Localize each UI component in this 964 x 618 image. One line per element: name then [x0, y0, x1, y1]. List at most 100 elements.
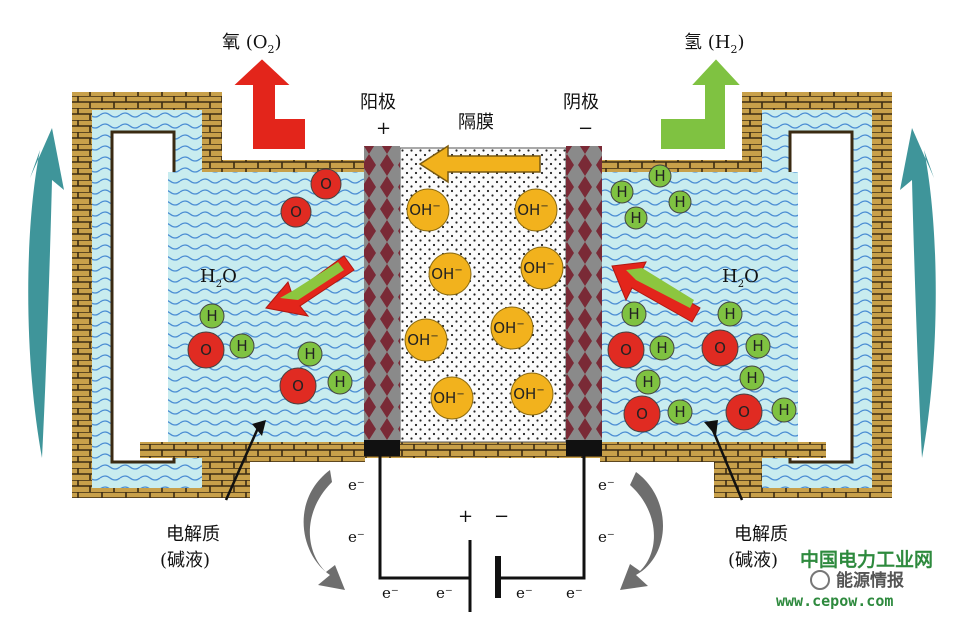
hydroxide-ion	[520, 246, 564, 290]
hydrogen-atom-label: H	[778, 401, 789, 419]
oxygen-atom-label: O	[636, 405, 648, 423]
hydrogen-atom-label: H	[724, 305, 735, 323]
hydroxide-ion-label: OH−	[409, 201, 440, 219]
electron-label: e⁻	[382, 584, 399, 602]
hydrogen-atom-label: H	[642, 373, 653, 391]
hydroxide-ion	[428, 252, 472, 296]
electrolyte-label-left: 电解质	[166, 524, 220, 545]
hydrogen-out-arrow	[659, 56, 745, 151]
electron-label: e⁻	[598, 528, 615, 546]
hydrogen-atom	[649, 335, 675, 361]
hydroxide-ion-label: OH−	[513, 385, 544, 403]
electron-label: e⁻	[436, 584, 453, 602]
watermark-url: www.cepow.com	[776, 592, 893, 610]
hydrogen-atom	[621, 301, 647, 327]
hydrogen-atom	[739, 365, 765, 391]
oxygen-atom-label: O	[738, 403, 750, 421]
cathode-terminal	[566, 440, 602, 456]
hydrogen-atom-label: H	[628, 305, 639, 323]
hydrogen-atom-label: H	[654, 167, 665, 185]
electron-labels: e⁻ e⁻ e⁻ e⁻ e⁻ e⁻ e⁻ e⁻	[348, 476, 615, 602]
hydrogen-atom	[717, 301, 743, 327]
electron-flow-arrow-right	[620, 472, 663, 590]
oxygen-atom-label: O	[290, 203, 302, 221]
hydrogen-atom	[745, 333, 771, 359]
electrolyte-sublabel-right: (碱液)	[728, 550, 778, 571]
hydrogen-atom	[610, 180, 634, 204]
anode-terminal	[364, 440, 400, 456]
watermark-logo-icon	[810, 570, 830, 590]
oxygen-atom	[187, 331, 225, 369]
electron-label: e⁻	[348, 476, 365, 494]
hydroxide-ions: OH− OH− OH− OH− OH− OH− OH− OH−	[404, 188, 564, 420]
hydroxide-ion-label: OH−	[517, 201, 548, 219]
electron-label: e⁻	[598, 476, 615, 494]
hydrogen-atom	[327, 369, 353, 395]
electron-label: e⁻	[348, 528, 365, 546]
electron-label: e⁻	[516, 584, 533, 602]
anode-sign: +	[376, 118, 391, 139]
hydrogen-label: 氢 (H2)	[684, 32, 744, 56]
oxygen-atom	[607, 331, 645, 369]
hydrogen-atom-label: H	[630, 209, 641, 227]
electrolyte-pointer-right	[710, 427, 744, 501]
reaction-arrow-left-inner	[280, 262, 344, 300]
electron-label: e⁻	[566, 584, 583, 602]
hydroxide-ion-label: OH−	[407, 331, 438, 349]
hydrogen-atom	[668, 190, 692, 214]
hydroxide-ion	[430, 376, 474, 420]
water-label-right: H2O	[722, 266, 759, 290]
hydroxide-ion-label: OH−	[493, 319, 524, 337]
water-label-left: H2O	[200, 266, 237, 290]
reaction-arrow-right-inner	[626, 268, 694, 308]
oxygen-atom	[623, 395, 661, 433]
electrolyte-left	[168, 172, 364, 442]
oxygen-atom-label: O	[320, 175, 332, 193]
hydrogen-atom	[199, 303, 225, 329]
hydrogen-atom	[624, 206, 648, 230]
hydroxide-ion	[490, 306, 534, 350]
oxygen-atom	[701, 329, 739, 367]
electrolyte-label-right: 电解质	[734, 524, 788, 545]
hydrogen-atom-label: H	[656, 339, 667, 357]
hydrogen-atom-label: H	[304, 345, 315, 363]
hydrogen-atom-label: H	[746, 369, 757, 387]
watermark-subtitle: 能源情报	[836, 570, 904, 591]
hydrogen-atom	[229, 333, 255, 359]
hydrogen-atom-label: H	[616, 183, 627, 201]
tank-floor	[140, 442, 826, 458]
cathode-sign: −	[578, 118, 593, 139]
hydrogen-atom-label: H	[674, 403, 685, 421]
hydroxide-ion	[510, 372, 554, 416]
battery-plus-label: +	[458, 506, 473, 527]
oxygen-atom-label: O	[620, 341, 632, 359]
circulation-arrow-left	[28, 128, 64, 458]
hydroxide-ion	[404, 318, 448, 362]
watermark-title: 中国电力工业网	[800, 548, 933, 571]
hydroxide-ion-label: OH−	[523, 259, 554, 277]
hydrogen-atom-label: H	[674, 193, 685, 211]
hydrogen-atom-label: H	[206, 307, 217, 325]
watermark: 中国电力工业网 能源情报 www.cepow.com	[776, 548, 933, 610]
membrane-label: 隔膜	[458, 112, 494, 133]
hydrogen-atom	[297, 341, 323, 367]
oxygen-atom-label: O	[292, 377, 304, 395]
anode-electrode	[364, 146, 400, 442]
oxygen-atom	[280, 196, 312, 228]
oxygen-atom	[725, 393, 763, 431]
battery-minus-label: −	[494, 506, 509, 527]
hydrogen-atom-label: H	[236, 337, 247, 355]
hydrogen-atom-label: H	[334, 373, 345, 391]
circuit-wire	[378, 456, 586, 580]
hydrogen-atom	[635, 369, 661, 395]
oxygen-label: 氧 (O2)	[222, 32, 282, 56]
hydrogen-atom-label: H	[752, 337, 763, 355]
hydroxide-ion	[514, 188, 558, 232]
hydroxide-ion-label: OH−	[433, 389, 464, 407]
hydroxide-ion-label: OH−	[431, 265, 462, 283]
electrolyte-pointer-left	[224, 427, 260, 501]
oxygen-atom	[310, 168, 342, 200]
oxygen-atom-label: O	[200, 341, 212, 359]
anode-label: 阳极	[360, 92, 396, 113]
